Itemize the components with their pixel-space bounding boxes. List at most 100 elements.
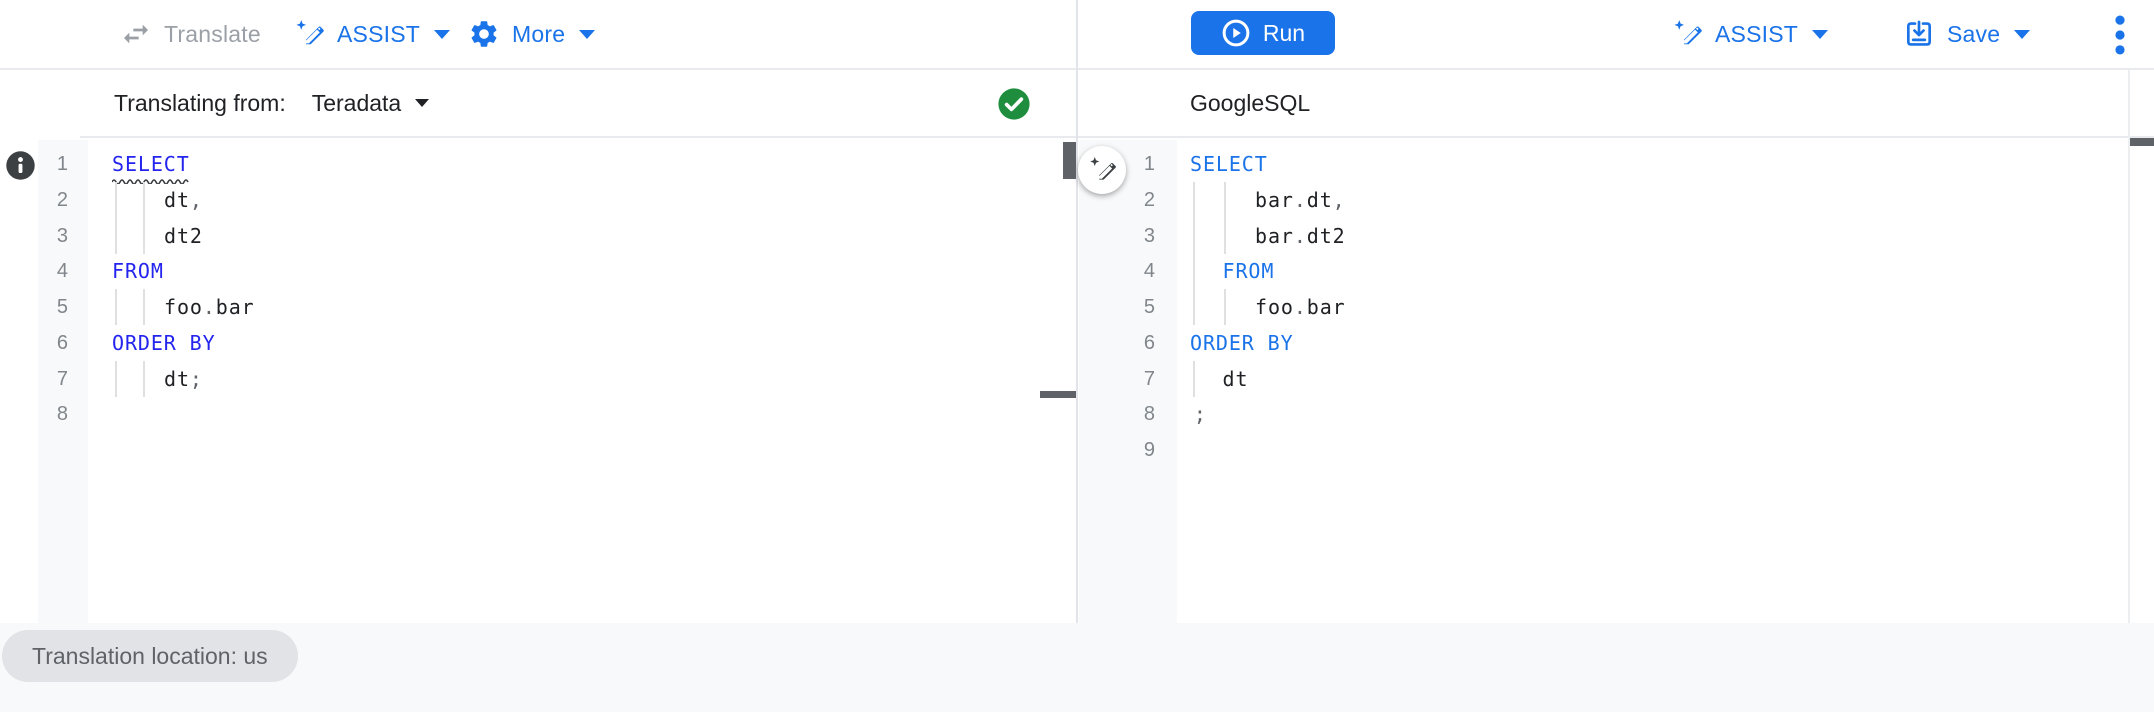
code-line-text: ORDER BY (1190, 325, 1294, 361)
line-number: 3 (1143, 224, 1155, 247)
line-number: 3 (56, 224, 68, 247)
code-line: 7 dt (1078, 360, 2154, 397)
code-line: 4 FROM (0, 253, 1076, 289)
code-token-keyword: FROM (1222, 259, 1275, 284)
code-line: 4 FROM (1078, 253, 2154, 290)
line-number: 5 (56, 296, 68, 318)
indent-guide (115, 181, 117, 218)
code-token-txt: dt2 (164, 223, 203, 248)
line-info-icon[interactable] (5, 150, 36, 186)
assist-label: ASSIST (1715, 20, 1799, 47)
line-number: 2 (56, 188, 68, 211)
translation-location-text: Translation location: us (32, 642, 268, 669)
code-token-keyword: FROM (112, 259, 164, 284)
code-line-text: bar.dt, (1255, 182, 1346, 218)
source-dialect-dropdown[interactable]: Teradata (312, 90, 430, 117)
code-token-punct: . (1293, 187, 1307, 212)
run-button[interactable]: Run (1191, 11, 1335, 55)
left-header-divider (80, 136, 1077, 138)
code-token-punct: , (189, 187, 203, 212)
indent-guide (143, 181, 145, 218)
right-editor-scrollbar-track (2128, 70, 2130, 623)
code-token-punct: . (1293, 295, 1307, 319)
save-icon (1907, 20, 1931, 46)
chevron-down-icon (579, 29, 596, 39)
line-number: 7 (1143, 367, 1155, 390)
code-token-txt: foo (164, 295, 203, 319)
code-line: 2 bar.dt, (1078, 181, 2154, 218)
indent-guide (115, 360, 117, 397)
line-number: 2 (1143, 188, 1155, 211)
translation-location-chip: Translation location: us (2, 630, 298, 682)
chevron-down-icon (2014, 29, 2031, 39)
left-editor-vertical-scrollbar[interactable] (1063, 142, 1076, 179)
code-token-txt: bar (1306, 295, 1346, 319)
code-token-txt: dt (164, 187, 190, 212)
line-number: 9 (1143, 439, 1155, 461)
indent-guide (1193, 181, 1195, 218)
code-line: 8; (1078, 396, 2154, 432)
indent-guide (1193, 289, 1195, 325)
source-dialect-value: Teradata (311, 89, 402, 116)
target-dialect-bar: GoogleSQL (1190, 70, 1310, 136)
indent-guide (143, 217, 145, 254)
ai-suggestion-button[interactable] (1078, 146, 1126, 194)
indent-guide (1223, 289, 1226, 325)
right-header-divider (1078, 136, 2154, 138)
more-button[interactable]: More (468, 0, 596, 68)
indent-guide (143, 289, 145, 325)
left-editor-horizontal-scrollbar[interactable] (1040, 391, 1076, 398)
code-line-text: bar.dt2 (1255, 218, 1346, 254)
swap-arrows-icon (124, 24, 148, 44)
code-line-text: SELECT (112, 146, 190, 182)
source-dialect-bar: Translating from: Teradata (114, 70, 430, 136)
translating-from-label: Translating from: (114, 89, 286, 116)
code-line: 6 ORDER BY (1078, 325, 2154, 361)
line-number-gutter (1079, 140, 1177, 623)
play-circle-icon (1222, 19, 1250, 47)
right-editor-vertical-scrollbar[interactable] (2130, 138, 2154, 146)
line-number: 1 (56, 153, 68, 175)
code-token-punct: , (1332, 187, 1346, 212)
code-line-text: foo.bar (1255, 289, 1346, 325)
code-line-text: SELECT (1190, 146, 1268, 182)
assist-button-right[interactable]: ASSIST (1671, 0, 1829, 68)
code-token-txt: dt2 (1306, 223, 1346, 248)
code-token-punct: ; (1193, 402, 1207, 427)
pane-split-divider[interactable] (1076, 0, 1078, 623)
code-line-text: dt2 (164, 218, 203, 254)
code-line: 2 dt, (0, 181, 1076, 218)
kebab-dots-icon (2115, 15, 2125, 55)
code-token-punct: . (1293, 223, 1307, 248)
gear-icon (471, 21, 497, 47)
code-token-punct: ; (189, 366, 203, 391)
line-number: 8 (56, 403, 68, 426)
code-token-keyword: SELECT (112, 152, 190, 176)
line-number: 6 (56, 331, 68, 354)
line-number: 8 (1143, 403, 1155, 426)
indent-guide (1223, 181, 1226, 218)
target-dialect-label: GoogleSQL (1190, 89, 1311, 116)
save-button[interactable]: Save (1903, 0, 2031, 68)
line-number: 4 (1143, 260, 1155, 283)
translate-button[interactable]: Translate (120, 0, 261, 68)
footer-bar: Translation location: us (0, 623, 2154, 712)
code-line: 3 dt2 (0, 217, 1076, 254)
code-token-keyword: ORDER BY (112, 330, 216, 355)
overflow-menu-button[interactable] (2103, 10, 2137, 60)
code-line-text: dt; (164, 361, 203, 397)
save-label: Save (1947, 20, 2001, 47)
line-number: 6 (1143, 331, 1155, 354)
assist-button-left[interactable]: ASSIST (293, 0, 451, 68)
magic-pen-icon (1090, 157, 1116, 182)
translation-success-icon (997, 87, 1031, 126)
line-number: 4 (56, 260, 68, 283)
code-line-text: dt (1223, 361, 1249, 397)
indent-guide (115, 217, 117, 254)
code-line: 6 ORDER BY (0, 325, 1076, 361)
translate-label: Translate (164, 20, 261, 47)
